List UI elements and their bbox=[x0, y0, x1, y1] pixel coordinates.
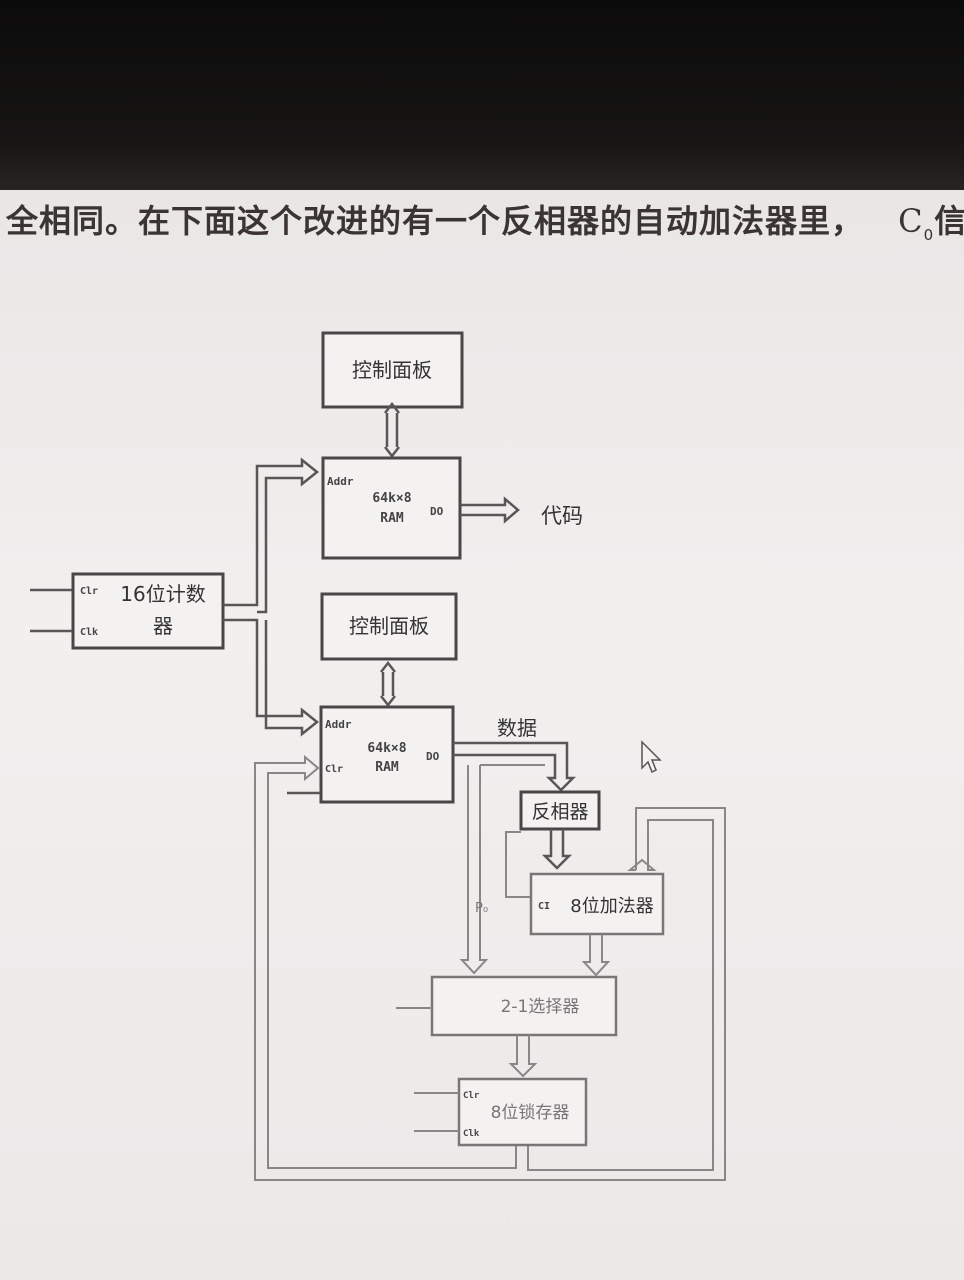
ram-bottom-size: 64k×8 bbox=[367, 741, 406, 756]
adder-selector-bus bbox=[581, 934, 611, 977]
address-bus bbox=[223, 457, 320, 737]
ram-bottom-dout-pin: DO bbox=[426, 750, 440, 763]
feedback-bus bbox=[254, 754, 726, 1181]
data-bus bbox=[453, 741, 577, 975]
inverter-adder-bus bbox=[541, 829, 573, 870]
code-label: 代码 bbox=[541, 504, 583, 528]
caption-tail: 信 bbox=[934, 202, 964, 240]
panel-ram-top-bus bbox=[384, 401, 400, 459]
adder-ci-pin: CI bbox=[538, 901, 550, 912]
control-panel-top: 控制面板 bbox=[321, 331, 464, 409]
ram-bottom-addr-pin: Addr bbox=[325, 718, 352, 731]
latch-8bit: 8位锁存器 Clr Clk bbox=[414, 1077, 588, 1147]
mouse-cursor-icon bbox=[641, 740, 662, 774]
caption-symbol-sub: 0 bbox=[923, 226, 935, 244]
counter-label-line2: 器 bbox=[153, 614, 173, 638]
control-panel-top-label: 控制面板 bbox=[352, 358, 432, 382]
latch-clk-pin: Clk bbox=[463, 1129, 480, 1139]
ram-bottom: Addr 64k×8 RAM DO Clr bbox=[287, 705, 455, 804]
selector-2to1: 2-1选择器 bbox=[396, 975, 618, 1037]
panel-ram-bottom-bus bbox=[380, 660, 396, 708]
p0-control-line: P₀ bbox=[475, 831, 531, 916]
adder-label: 8位加法器 bbox=[570, 896, 653, 917]
dark-bezel bbox=[0, 0, 964, 200]
control-panel-bottom-label: 控制面板 bbox=[349, 614, 429, 638]
caption-text: 全相同。在下面这个改进的有一个反相器的自动加法器里， bbox=[6, 202, 865, 240]
caption-line: 全相同。在下面这个改进的有一个反相器的自动加法器里， C0信 bbox=[6, 196, 964, 262]
code-output-arrow: 代码 bbox=[460, 496, 583, 528]
latch-label: 8位锁存器 bbox=[491, 1103, 570, 1123]
ram-top-size: 64k×8 bbox=[372, 491, 411, 506]
ram-top: Addr 64k×8 RAM DO bbox=[321, 456, 462, 560]
control-panel-bottom: 控制面板 bbox=[320, 592, 458, 661]
ram-top-addr-pin: Addr bbox=[327, 475, 354, 488]
inverter-block: 反相器 bbox=[519, 790, 601, 831]
p0-label: P₀ bbox=[475, 901, 488, 916]
ram-top-dout-pin: DO bbox=[430, 505, 444, 518]
latch-clr-pin: Clr bbox=[463, 1091, 480, 1101]
counter-clr-pin: Clr bbox=[80, 586, 98, 597]
inverter-label: 反相器 bbox=[531, 801, 588, 823]
ram-bottom-type: RAM bbox=[375, 760, 399, 775]
counter-16bit: 16位计数 器 Clr Clk bbox=[30, 572, 225, 650]
ram-top-type: RAM bbox=[380, 511, 404, 526]
selector-label: 2-1选择器 bbox=[501, 997, 580, 1017]
ram-bottom-clr-pin: Clr bbox=[325, 764, 343, 775]
caption-symbol: C bbox=[898, 202, 924, 240]
selector-latch-bus bbox=[508, 1035, 538, 1078]
data-label: 数据 bbox=[497, 716, 537, 740]
adder-8bit: 8位加法器 CI bbox=[529, 872, 665, 936]
counter-clk-pin: Clk bbox=[80, 627, 98, 638]
counter-label-line1: 16位计数 bbox=[120, 582, 205, 606]
